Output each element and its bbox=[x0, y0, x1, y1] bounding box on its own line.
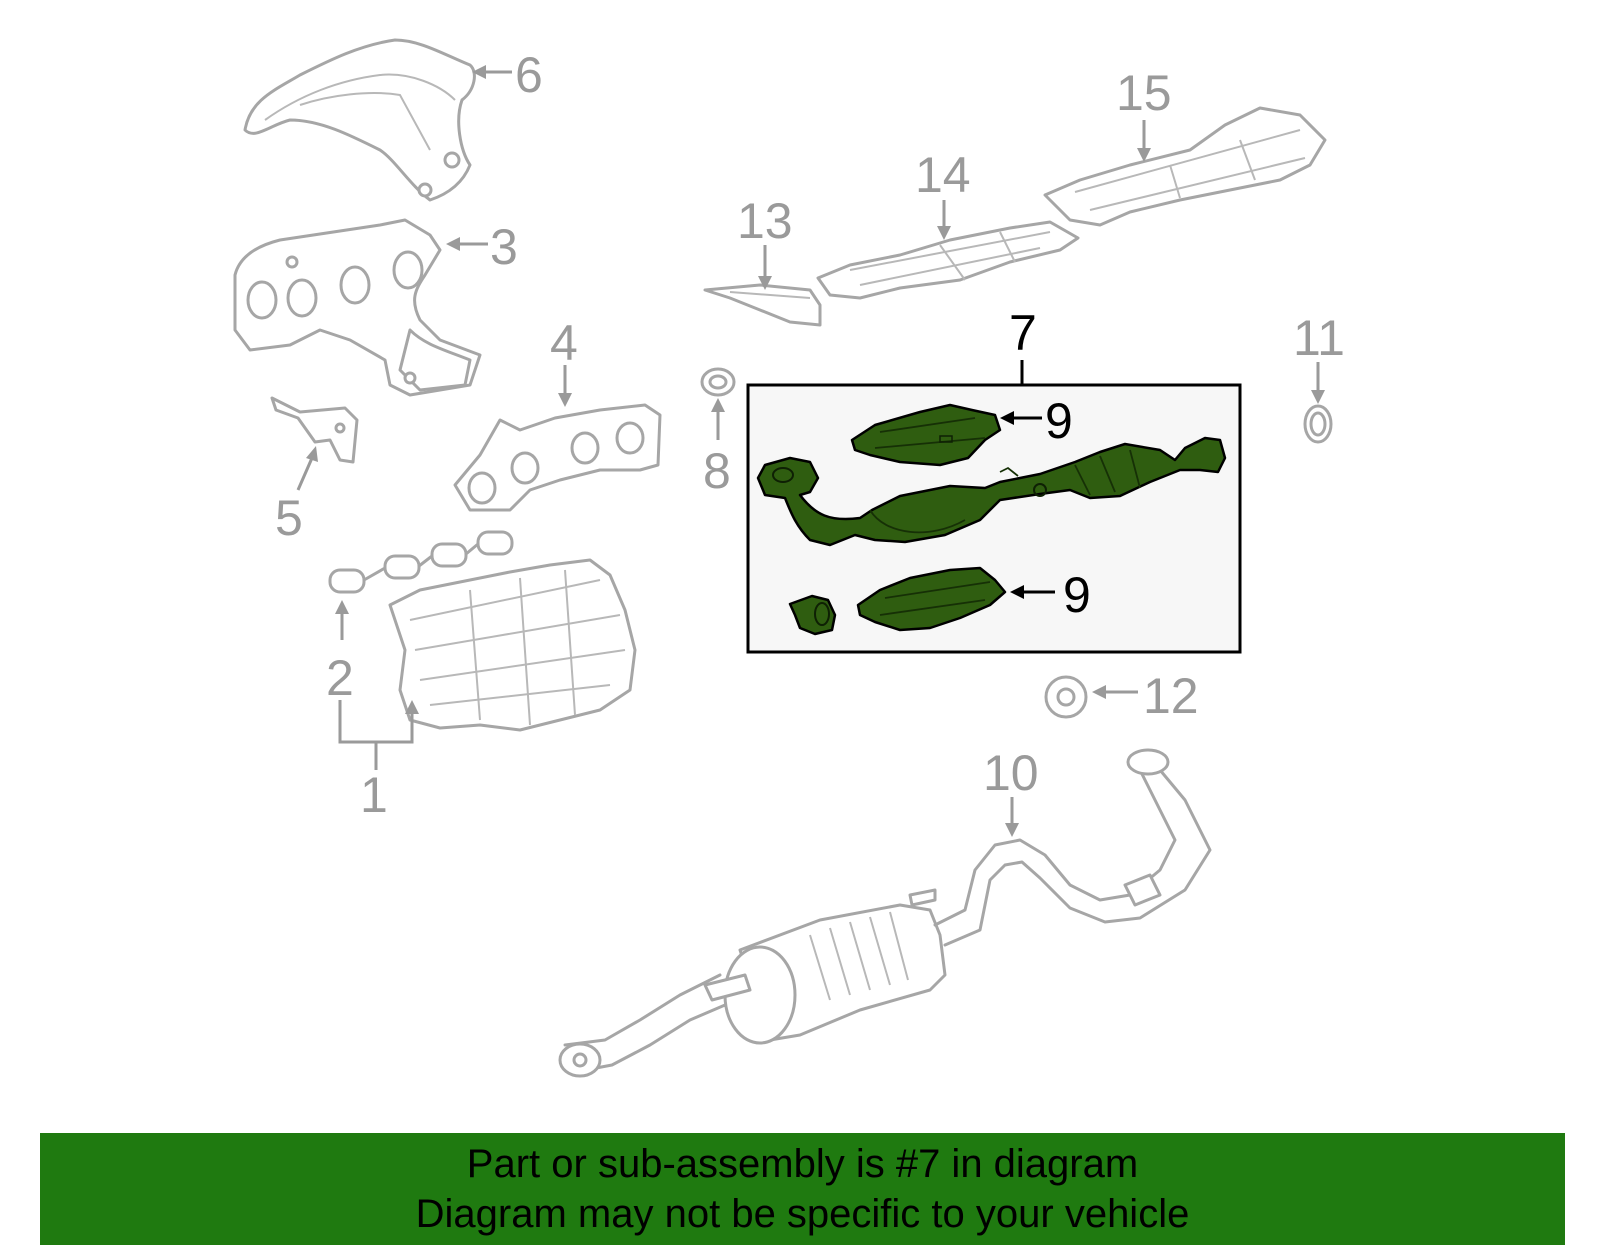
callout-7-label: 7 bbox=[1009, 305, 1037, 361]
callout-4-label: 4 bbox=[550, 315, 578, 371]
callout-11-label: 11 bbox=[1293, 310, 1345, 366]
part-13-heat-shield[interactable] bbox=[703, 283, 822, 327]
part-5-bracket[interactable] bbox=[270, 396, 359, 464]
part-7-converter-pipe[interactable] bbox=[756, 436, 1227, 547]
callout-15-label: 15 bbox=[1116, 65, 1172, 121]
callout-10: 10 bbox=[983, 745, 1039, 837]
callout-6-label: 6 bbox=[515, 47, 543, 103]
callout-14-label: 14 bbox=[915, 147, 971, 203]
callout-13: 13 bbox=[737, 193, 793, 290]
callout-8-label: 8 bbox=[703, 443, 731, 499]
callout-9-upper: 9 bbox=[1000, 393, 1073, 449]
callout-9-lower-label: 9 bbox=[1063, 567, 1091, 623]
part-12-hanger[interactable] bbox=[1044, 675, 1088, 719]
callout-7: 7 bbox=[1009, 305, 1037, 385]
part-7-clamp[interactable] bbox=[788, 594, 837, 636]
part-2-intake-gasket[interactable] bbox=[328, 530, 514, 594]
banner-line-2: Diagram may not be specific to your vehi… bbox=[415, 1192, 1190, 1236]
part-9-insulator-lower[interactable] bbox=[856, 566, 1007, 632]
banner-line-1: Part or sub-assembly is #7 in diagram bbox=[466, 1142, 1139, 1186]
callout-9-lower: 9 bbox=[1010, 567, 1091, 623]
callout-2: 2 bbox=[326, 600, 354, 706]
callout-13-label: 13 bbox=[737, 193, 793, 249]
callout-12: 12 bbox=[1092, 668, 1199, 724]
callout-8: 8 bbox=[703, 398, 731, 499]
callout-5-label: 5 bbox=[275, 490, 303, 546]
part-14-heat-shield[interactable] bbox=[816, 220, 1080, 300]
callout-11: 11 bbox=[1293, 310, 1345, 404]
part-6-heat-shield[interactable] bbox=[243, 38, 476, 202]
callout-10-label: 10 bbox=[983, 745, 1039, 801]
part-11-ring[interactable] bbox=[1303, 404, 1333, 444]
callout-5: 5 bbox=[275, 446, 318, 546]
callout-3-label: 3 bbox=[490, 219, 518, 275]
callout-14: 14 bbox=[915, 147, 971, 240]
part-10-muffler-assembly[interactable] bbox=[558, 748, 1212, 1078]
callout-1: 1 bbox=[338, 700, 419, 823]
part-8-ring-gasket[interactable] bbox=[700, 367, 736, 397]
callout-12-label: 12 bbox=[1143, 668, 1199, 724]
part-4-gasket[interactable] bbox=[453, 403, 662, 512]
callout-3: 3 bbox=[446, 219, 518, 275]
callout-4: 4 bbox=[550, 315, 578, 407]
part-15-heat-shield[interactable] bbox=[1043, 106, 1327, 227]
disclaimer-banner: Part or sub-assembly is #7 in diagram Di… bbox=[40, 1133, 1565, 1245]
part-9-insulator-upper[interactable] bbox=[850, 403, 1002, 467]
callout-1-label: 1 bbox=[360, 767, 388, 823]
part-1-intake-manifold[interactable] bbox=[388, 558, 637, 732]
callout-15: 15 bbox=[1116, 65, 1172, 162]
callout-6: 6 bbox=[472, 47, 543, 103]
callout-9-upper-label: 9 bbox=[1045, 393, 1073, 449]
callout-2-label: 2 bbox=[326, 650, 354, 706]
part-3-exhaust-manifold[interactable] bbox=[233, 218, 482, 397]
